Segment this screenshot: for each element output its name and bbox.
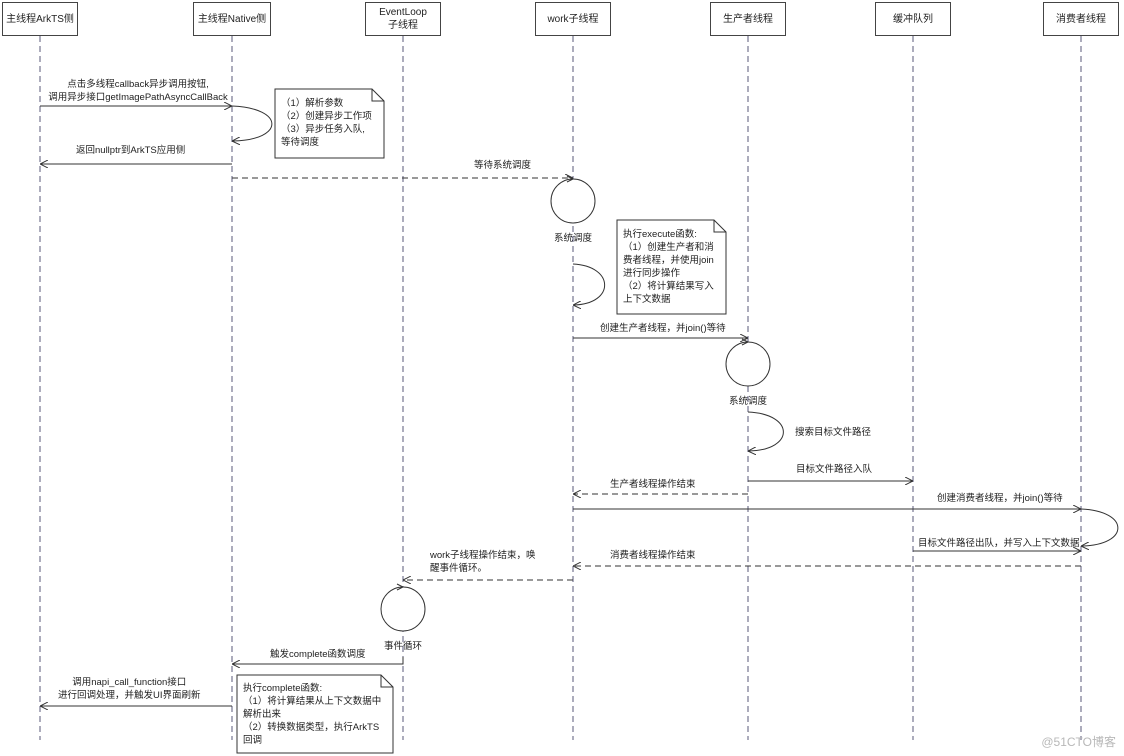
message-label-m12: 触发complete函数调度 — [270, 649, 366, 660]
circle-arrowhead-eventloop — [396, 583, 405, 591]
event-loop-circle — [380, 586, 426, 632]
message-label-m7: 生产者线程操作结束 — [610, 479, 696, 490]
schedule-circle-work — [550, 178, 596, 224]
note-execute: 执行execute函数: （1）创建生产者和消 费者线程，并使用join 进行同… — [623, 229, 714, 305]
note-shape-3-fold — [380, 675, 393, 688]
note-shape-2-fold — [713, 220, 726, 233]
self-loop-native — [232, 105, 273, 141]
lifeline-header-queue: 缓冲队列 — [875, 2, 951, 36]
arrow-m12 — [233, 657, 404, 664]
lifeline-label: 主线程ArkTS侧 — [6, 13, 74, 25]
message-label-m2: 返回nullptr到ArkTS应用侧 — [76, 145, 186, 156]
self-loop-producer — [748, 411, 784, 451]
message-label-m11: work子线程操作结束，唤 醒事件循环。 — [430, 550, 536, 574]
lifeline-label: 生产者线程 — [723, 13, 773, 25]
message-label-m4: 创建生产者线程，并join()等待 — [600, 323, 726, 334]
message-label-m1: 点击多线程callback异步调用按钮, 调用异步接口getImagePathA… — [48, 79, 228, 103]
lifeline-header-producer: 生产者线程 — [710, 2, 786, 36]
circle-label-work: 系统调度 — [553, 233, 592, 244]
note-shape-1-fold — [371, 89, 384, 102]
message-label-m10: 消费者线程操作结束 — [610, 550, 696, 561]
message-label-m8: 创建消费者线程，并join()等待 — [937, 493, 1063, 504]
lifeline-header-native: 主线程Native侧 — [193, 2, 271, 36]
note-shape-2 — [616, 219, 727, 315]
circle-arrowhead-producer — [741, 338, 750, 346]
lifeline-label: 主线程Native侧 — [197, 13, 267, 25]
schedule-circle-producer — [725, 341, 771, 387]
self-loop-consumer — [1081, 508, 1119, 546]
lifeline-header-arkts: 主线程ArkTS侧 — [2, 2, 78, 36]
circle-label-eventloop: 事件循环 — [383, 641, 422, 652]
message-label-m9: 目标文件路径出队，并写入上下文数据 — [918, 538, 1080, 549]
lifeline-label: EventLoop 子线程 — [379, 7, 427, 31]
message-label-m6: 目标文件路径入队 — [796, 464, 873, 475]
message-label-m13: 调用napi_call_function接口 进行回调处理，并触发UI界面刷新 — [58, 677, 201, 701]
self-loop-work — [573, 263, 606, 305]
watermark: @51CTO博客 — [1041, 735, 1116, 749]
circle-arrowhead-work — [566, 175, 575, 183]
note-complete: 执行complete函数: （1）将计算结果从上下文数据中 解析出来 （2）转换… — [243, 683, 382, 746]
lifeline-label: 缓冲队列 — [893, 13, 933, 25]
message-label-m3: 等待系统调度 — [474, 160, 532, 171]
note-shape-3 — [236, 674, 394, 754]
circle-label-producer: 系统调度 — [728, 396, 767, 407]
lifelines — [39, 36, 1082, 740]
lifeline-header-consumer: 消费者线程 — [1043, 2, 1119, 36]
lifeline-header-work: work子线程 — [535, 2, 611, 36]
lifeline-label: 消费者线程 — [1056, 13, 1106, 25]
lifeline-header-eventloop: EventLoop 子线程 — [365, 2, 441, 36]
note-shape-1 — [274, 88, 385, 159]
message-label-m5: 搜索目标文件路径 — [795, 427, 872, 438]
note-parse-params: （1）解析参数 （2）创建异步工作项 （3）异步任务入队, 等待调度 — [281, 98, 372, 148]
lifeline-label: work子线程 — [547, 13, 599, 25]
